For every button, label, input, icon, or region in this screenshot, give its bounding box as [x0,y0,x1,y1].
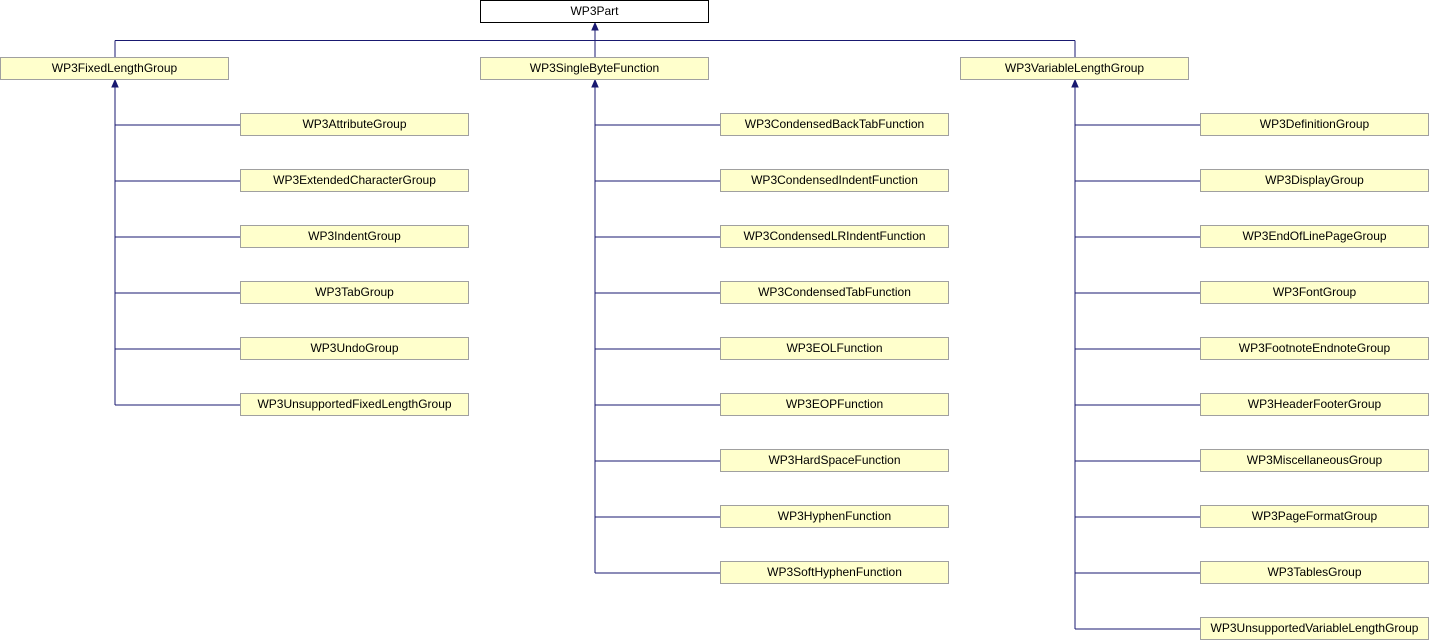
node-wp3tablesgroup[interactable]: WP3TablesGroup [1200,561,1429,584]
node-wp3displaygroup[interactable]: WP3DisplayGroup [1200,169,1429,192]
node-wp3unsupportedfixedlengthgroup[interactable]: WP3UnsupportedFixedLengthGroup [240,393,469,416]
node-wp3condensedtabfunction[interactable]: WP3CondensedTabFunction [720,281,949,304]
node-wp3pageformatgroup[interactable]: WP3PageFormatGroup [1200,505,1429,528]
node-wp3singlebytefunction[interactable]: WP3SingleByteFunction [480,57,709,80]
node-wp3headerfootergroup[interactable]: WP3HeaderFooterGroup [1200,393,1429,416]
root-arrowhead [591,21,599,31]
node-wp3extendedcharactergroup[interactable]: WP3ExtendedCharacterGroup [240,169,469,192]
node-wp3definitiongroup[interactable]: WP3DefinitionGroup [1200,113,1429,136]
node-wp3condensedbacktabfunction[interactable]: WP3CondensedBackTabFunction [720,113,949,136]
node-wp3attributegroup[interactable]: WP3AttributeGroup [240,113,469,136]
group-arrowhead-2 [1071,78,1079,88]
node-wp3indentgroup[interactable]: WP3IndentGroup [240,225,469,248]
node-wp3hardspacefunction[interactable]: WP3HardSpaceFunction [720,449,949,472]
node-wp3miscellaneousgroup[interactable]: WP3MiscellaneousGroup [1200,449,1429,472]
node-wp3footnoteendnotegroup[interactable]: WP3FootnoteEndnoteGroup [1200,337,1429,360]
node-wp3condensedlrindentfunction[interactable]: WP3CondensedLRIndentFunction [720,225,949,248]
node-wp3hyphenfunction[interactable]: WP3HyphenFunction [720,505,949,528]
node-wp3tabgroup[interactable]: WP3TabGroup [240,281,469,304]
group-arrowhead-1 [591,78,599,88]
node-wp3fixedlengthgroup[interactable]: WP3FixedLengthGroup [0,57,229,80]
group-arrowhead-0 [111,78,119,88]
node-wp3part[interactable]: WP3Part [480,0,709,23]
node-wp3fontgroup[interactable]: WP3FontGroup [1200,281,1429,304]
node-wp3endoflinepagegroup[interactable]: WP3EndOfLinePageGroup [1200,225,1429,248]
node-wp3undogroup[interactable]: WP3UndoGroup [240,337,469,360]
node-wp3eopfunction[interactable]: WP3EOPFunction [720,393,949,416]
node-wp3condensedindentfunction[interactable]: WP3CondensedIndentFunction [720,169,949,192]
node-wp3unsupportedvariablelengthgroup[interactable]: WP3UnsupportedVariableLengthGroup [1200,617,1429,640]
node-wp3softhyphenfunction[interactable]: WP3SoftHyphenFunction [720,561,949,584]
node-wp3eolfunction[interactable]: WP3EOLFunction [720,337,949,360]
node-wp3variablelengthgroup[interactable]: WP3VariableLengthGroup [960,57,1189,80]
